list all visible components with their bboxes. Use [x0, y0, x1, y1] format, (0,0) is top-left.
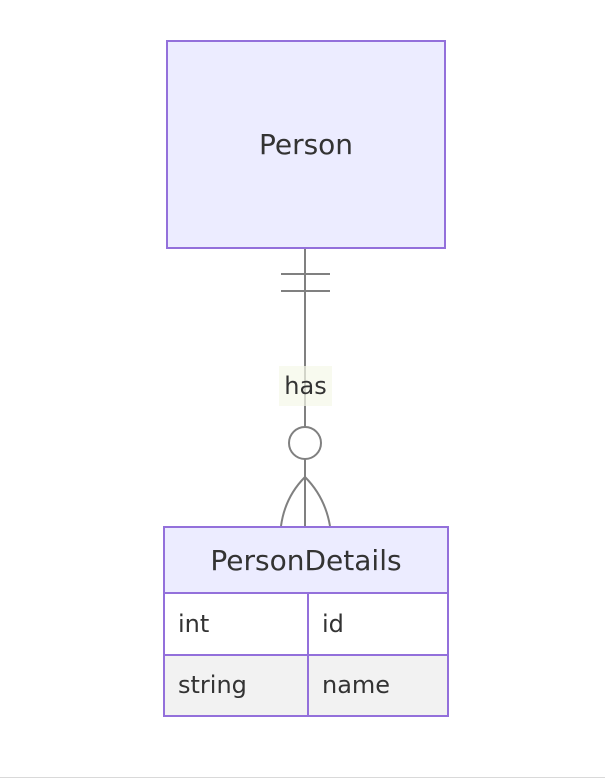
- relationship-label-background: [279, 366, 332, 406]
- attribute-row-name: string name: [165, 653, 447, 715]
- attribute-type: string: [165, 655, 309, 715]
- cardinality-many-crowfoot-right: [304, 476, 331, 527]
- attribute-name: id: [322, 609, 344, 638]
- attribute-row-id: int id: [165, 594, 447, 654]
- cardinality-many-crowfoot-left: [280, 476, 306, 527]
- attribute-type: int: [165, 594, 309, 654]
- relationship-label-text: has: [284, 372, 327, 400]
- entity-person-details[interactable]: PersonDetails int id string name: [163, 526, 449, 717]
- entity-person-title: Person: [258, 128, 354, 161]
- entity-person-details-header: PersonDetails: [165, 528, 447, 594]
- entity-person[interactable]: Person: [166, 40, 446, 249]
- attribute-name: name: [322, 671, 391, 700]
- relationship-label: has: [279, 366, 332, 406]
- entity-person-details-title: PersonDetails: [210, 543, 402, 577]
- cardinality-zero-circle: [288, 426, 322, 460]
- bottom-divider: [0, 777, 605, 778]
